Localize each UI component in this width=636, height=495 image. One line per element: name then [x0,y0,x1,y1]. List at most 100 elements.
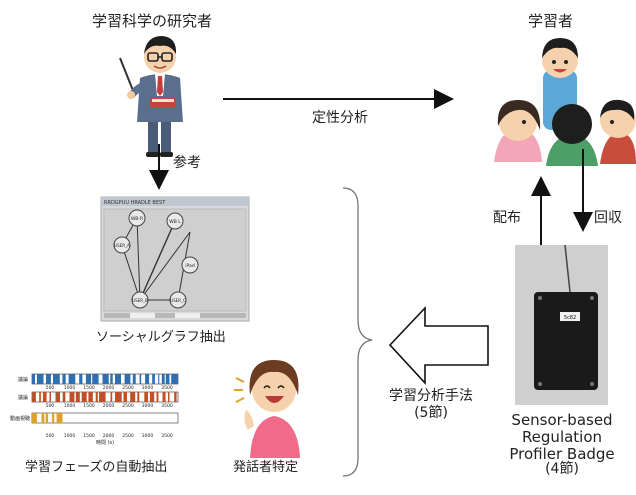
phase-row-label: 動画視聴 [10,415,30,422]
distribute-label: 配布 [493,210,521,226]
phase-stripe [81,392,87,402]
analysis-method-section: (5節) [414,404,448,421]
badge-label-section: (4節) [545,461,579,478]
phase-stripe [165,374,170,384]
phase-stripe [62,374,66,384]
phase-tick-label: 3000 [142,385,154,391]
researcher-title: 学習科学の研究者 [92,12,213,30]
phase-stripe [68,374,76,384]
phase-stripe [144,392,148,402]
phase-stripe [36,374,44,384]
phase-tick-label: 3500 [161,433,173,439]
phase-tick-label: 500 [46,385,55,391]
badge-label-line3: Profiler Badge [509,444,615,463]
phase-stripe [171,374,178,384]
learners-title: 学習者 [528,12,574,30]
phase-stripe [95,392,98,402]
analysis-block-arrow [388,305,489,386]
phase-tick-label: 3500 [161,403,173,409]
phase-stripe [152,374,155,384]
phase-stripe [41,413,45,423]
phase-tick-label: 2000 [103,403,115,409]
node-label: USER_A [114,243,130,248]
badge-label-line2: Regulation [521,427,603,446]
phase-tick-label: 1000 [64,433,76,439]
qualitative-label: 定性分析 [312,110,368,126]
phase-tick-label: 500 [46,403,55,409]
phase-tick-label: 1000 [64,385,76,391]
node-label: USER_C [170,298,186,303]
phase-stripe [88,392,93,402]
phase-stripe [56,413,63,423]
analysis-method-label: 学習分析手法 (5節) [371,388,491,422]
reference-label: 参考 [173,155,201,171]
phase-stripe [115,392,122,402]
phase-stripe [32,374,35,384]
phase-stripe [156,392,159,402]
phase-tick-label: 1500 [83,433,95,439]
phase-tick-label: 3000 [142,403,154,409]
phase-stripe [42,392,47,402]
phase-stripe [162,392,166,402]
phase-stripe [85,374,92,384]
phase-stripe [115,374,121,384]
phase-stripe [130,392,136,402]
phase-row-1-bars [32,374,178,384]
learners-illustration [494,38,636,166]
phase-tick-label: 2500 [122,403,134,409]
phase-stripe [132,374,136,384]
phase-stripe [99,392,106,402]
phase-ticks: 500 1000 1500 2000 2500 3000 3500 500 1000 1500 20… [46,385,173,439]
social-graph-thumbnail: RRDGPUU HRADLE BEST WB-R WB L iPad USER_… [100,196,250,322]
phase-stripe [79,374,83,384]
phase-stripe [32,413,37,423]
speaker-id-label: 発話者特定 [233,460,299,475]
node-label: WB-R [131,216,143,222]
phase-stripe [124,374,131,384]
phase-stripe [75,392,80,402]
phase-stripe [110,374,113,384]
phase-row-label: 議論 [18,376,28,383]
phase-stripe [145,374,150,384]
node-label: USER_B [132,298,148,303]
phase-tick-label: 500 [46,433,55,439]
graph-header: RRDGPUU HRADLE BEST [104,200,166,206]
phase-row-label: 議論 [18,394,28,401]
phase-stripe [123,392,127,402]
phase-stripe [149,392,155,402]
badge-device-photo: 5c82 [515,244,608,405]
phase-tick-label: 2500 [122,433,134,439]
badge-chip-label: 5c82 [564,315,576,321]
phase-tick-label: 1000 [64,403,76,409]
phase-stripe [158,374,160,384]
node-label: WB L [169,219,181,225]
phase-stripe [168,392,170,402]
phase-tick-label: 1500 [83,385,95,391]
phase-stripe [69,392,75,402]
phase-extraction-label: 学習フェーズの自動抽出 [25,460,168,475]
phase-stripe [45,413,49,423]
speaker-illustration [234,360,300,458]
phase-stripe [102,374,109,384]
phase-stripe [39,392,41,402]
phase-stripe [62,392,66,402]
phase-tick-label: 1500 [83,403,95,409]
collect-label: 回収 [594,210,622,226]
phase-xlabel: 時間 (s) [96,440,114,446]
phase-stripe [52,413,55,423]
phase-stripe [92,374,99,384]
analysis-method-name: 学習分析手法 [389,388,473,404]
phase-stripe [110,392,113,402]
phase-row-2-bars [32,392,177,402]
node-label: iPad [185,263,195,269]
phase-tick-label: 3000 [142,433,154,439]
phase-tick-label: 2000 [103,385,115,391]
phase-tick-label: 2000 [103,433,115,439]
phase-stripe [46,374,51,384]
social-graph-label: ソーシャルグラフ抽出 [96,330,226,345]
phase-stripe [139,374,142,384]
phase-stripe [161,374,165,384]
